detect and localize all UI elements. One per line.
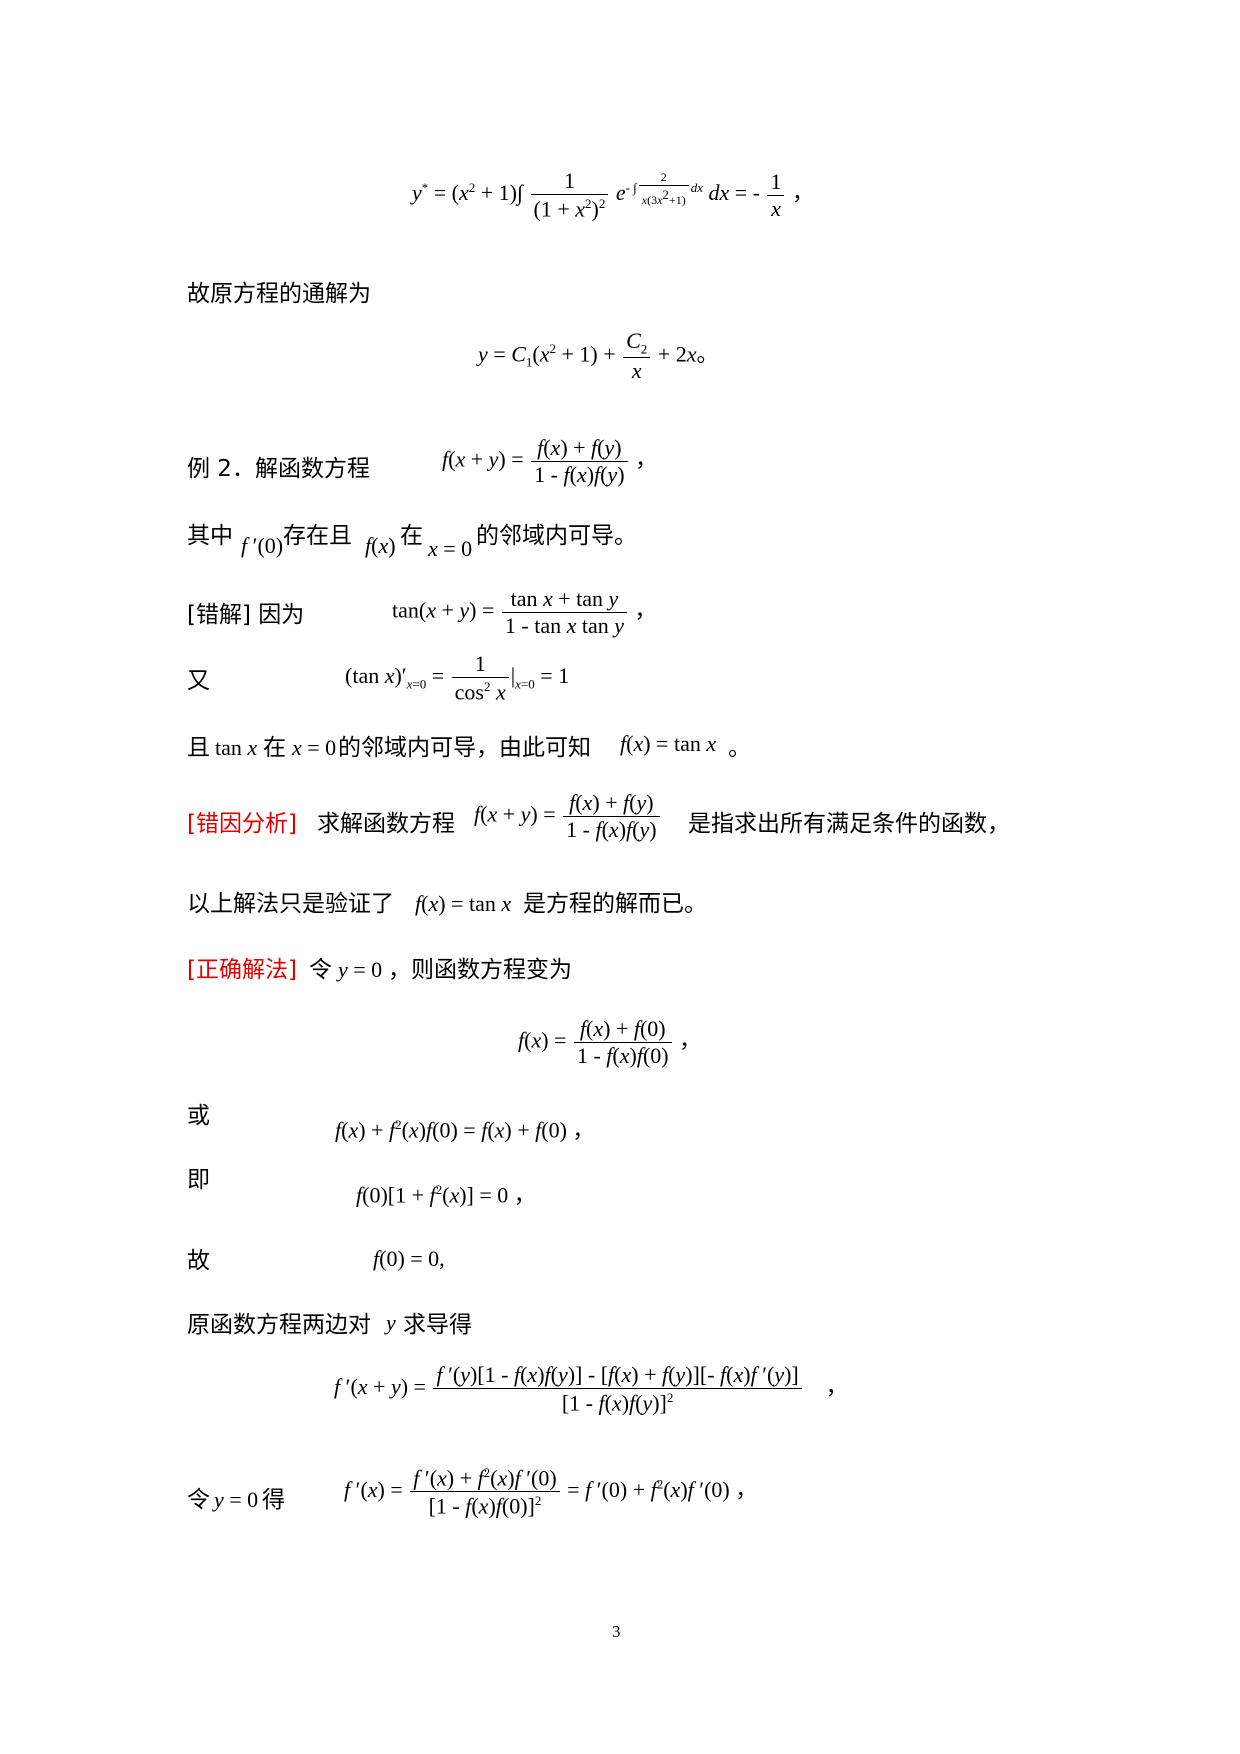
period-label: 。 xyxy=(728,735,751,761)
wrong-solution-tag: [错解] 因为 xyxy=(187,602,305,628)
equation-or: f(x) + f2(x)f(0) = f(x) + f(0) ， xyxy=(335,1117,595,1143)
math-y-var: y xyxy=(386,1310,396,1335)
ie-label: 即 xyxy=(187,1167,210,1193)
condition-text-d: 的邻域内可导。 xyxy=(476,523,637,549)
and-label: 且 xyxy=(187,735,210,761)
verify-b: 是方程的解而已。 xyxy=(523,891,707,917)
also-label: 又 xyxy=(187,668,210,694)
therefore-label: 故 xyxy=(187,1248,210,1274)
example-title: 例 2．解函数方程 xyxy=(187,456,370,482)
condition-text-c: 在 xyxy=(400,523,423,549)
de-label: 得 xyxy=(262,1487,285,1513)
page-number: 3 xyxy=(612,1622,621,1641)
math-fx-eq-tanx: f(x) = tan x xyxy=(620,731,717,756)
math-x-eq-0-b: x = 0 xyxy=(292,735,337,760)
differentiate-b: 求导得 xyxy=(403,1312,472,1338)
differentiate-a: 原函数方程两边对 xyxy=(187,1312,371,1338)
math-fprime-0: f ′(0) xyxy=(241,533,284,558)
condition-text-a: 其中 xyxy=(187,523,233,549)
math-tanx: tan x xyxy=(215,735,258,760)
wrong-analysis-tag: [错因分析] xyxy=(187,811,297,837)
math-y-eq-0: y = 0 xyxy=(338,957,383,982)
equation-ie: f(0)[1 + f2(x)] = 0 ， xyxy=(356,1182,536,1208)
let2-label: 令 xyxy=(187,1487,210,1513)
equation-derivative-x: f ′(x) = f ′(x) + f2(x)f ′(0)[1 - f(x)f(… xyxy=(344,1465,758,1519)
condition-text-b: 存在且 xyxy=(283,523,352,549)
math-x-eq-0: x = 0 xyxy=(428,536,473,561)
verify-a: 以上解法只是验证了 xyxy=(187,891,394,917)
math-fx: f(x) xyxy=(365,533,396,558)
tan-diff-label: 的邻域内可导，由此可知 xyxy=(338,735,591,761)
then-becomes: ，则函数方程变为 xyxy=(388,957,572,983)
math-y-eq-0-b: y = 0 xyxy=(214,1487,259,1512)
tan-zai-label: 在 xyxy=(263,735,286,761)
correct-solution-tag: [正确解法] xyxy=(187,957,297,983)
wrong-analysis-b: 是指求出所有满足条件的函数， xyxy=(688,811,1010,837)
equation-functional-inline: f(x + y) = f(x) + f(y)1 - f(x)f(y) xyxy=(474,792,662,841)
math-fx-eq-tanx-b: f(x) = tan x xyxy=(415,891,512,916)
wrong-analysis-a: 求解函数方程 xyxy=(317,811,455,837)
equation-fx-substituted: f(x) = f(x) + f(0)1 - f(x)f(0) ， xyxy=(518,1016,702,1068)
general-solution-intro: 故原方程的通解为 xyxy=(187,281,371,307)
let-label: 令 xyxy=(309,957,332,983)
equation-derivative-y: f ′(x + y) = f ′(y)[1 - f(x)f(y)] - [f(x… xyxy=(334,1362,848,1416)
equation-f0-eq-0: f(0) = 0, xyxy=(373,1246,445,1271)
equation-functional: f(x + y) = f(x) + f(y)1 - f(x)f(y) ， xyxy=(442,435,658,487)
or-label: 或 xyxy=(187,1103,210,1129)
